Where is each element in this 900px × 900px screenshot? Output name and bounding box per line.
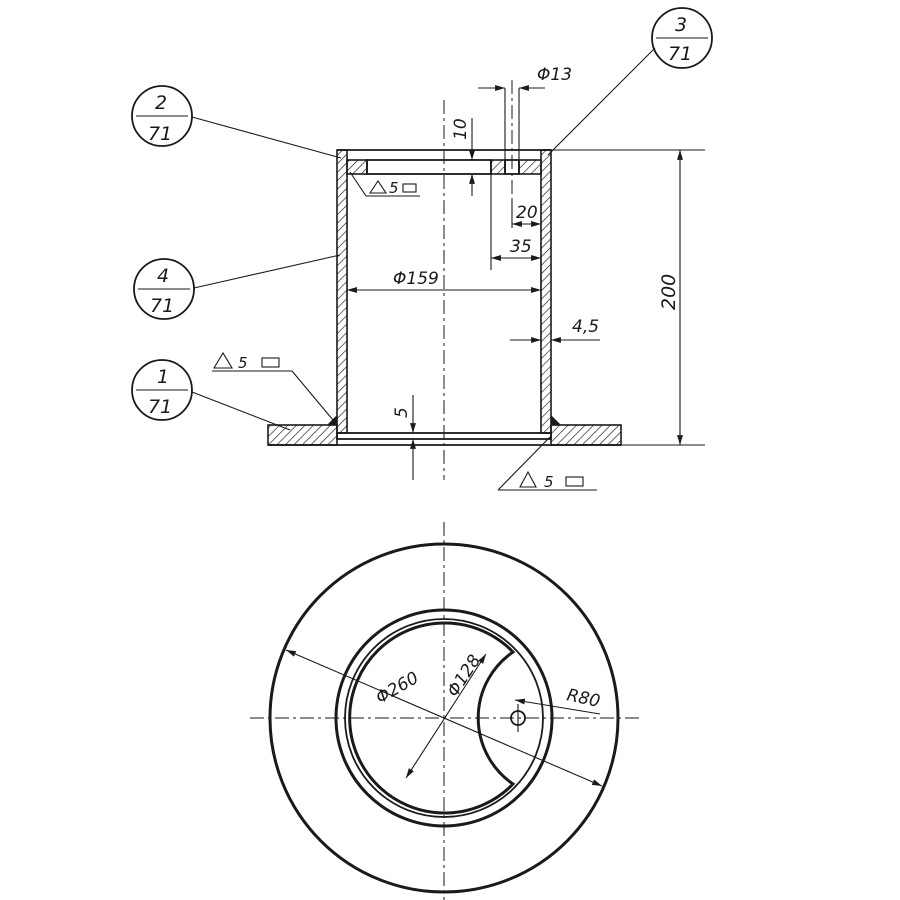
leader-part-2 xyxy=(191,116,342,159)
dim-radius-label: R80 xyxy=(565,685,602,712)
section-view: Φ13 10 20 35 Φ159 4,5 200 5 xyxy=(191,47,705,491)
callout-part-4: 4 71 xyxy=(133,258,195,320)
left-wall xyxy=(336,149,348,434)
callout-part-3: 3 71 xyxy=(651,7,713,69)
weld-top-leader xyxy=(349,171,367,197)
flange-right xyxy=(550,424,622,446)
leader-part-3 xyxy=(547,47,656,156)
dim-20-label: 20 xyxy=(516,203,538,223)
weld-right-size: 5 xyxy=(544,473,554,491)
leader-part-1 xyxy=(191,391,291,431)
top-plate-mid xyxy=(490,159,506,175)
right-wall xyxy=(540,149,552,434)
weld-left-leader xyxy=(291,370,334,421)
flange-left xyxy=(267,424,338,446)
callout-part-2: 2 71 xyxy=(131,85,193,147)
dim-wall-label: 4,5 xyxy=(572,317,599,337)
weld-left-triangle-icon xyxy=(213,351,233,369)
dim-height-label: 200 xyxy=(658,274,680,310)
weld-symbol-top: 5 xyxy=(349,171,420,197)
callout-circle xyxy=(133,258,195,320)
dim-thickness-label: 10 xyxy=(451,118,471,140)
dim-flange-dia-label: Φ260 xyxy=(373,668,423,708)
callout-sheet: 71 xyxy=(148,396,172,418)
callout-circle xyxy=(651,7,713,69)
top-plate-right xyxy=(518,159,542,175)
weld-right-triangle-icon xyxy=(519,470,537,488)
weld-symbol-left: 5 xyxy=(212,351,334,421)
dim-inner-dia-label: Φ159 xyxy=(393,269,439,289)
dim-35-label: 35 xyxy=(510,237,532,257)
weld-right-square-icon xyxy=(565,476,584,487)
leader-part-4 xyxy=(193,254,341,289)
weld-top-size: 5 xyxy=(389,179,399,197)
callout-sheet: 71 xyxy=(148,123,172,145)
weld-top-triangle-icon xyxy=(368,180,388,194)
top-plate-left xyxy=(346,159,368,175)
weld-left-square-icon xyxy=(261,357,280,368)
weld-fillet-left xyxy=(327,415,337,425)
dim-cutout-dia-label: Φ128 xyxy=(443,651,485,700)
weld-top-square-icon xyxy=(402,183,417,193)
weld-symbol-right: 5 xyxy=(497,436,597,491)
dim-cutout-dia-line xyxy=(405,653,487,779)
bottom-gap-outline xyxy=(336,432,552,440)
callout-circle xyxy=(131,85,193,147)
dim-radius-line xyxy=(514,698,601,715)
top-plate-inner xyxy=(366,159,492,175)
weld-fillet-right xyxy=(551,415,561,425)
callout-sheet: 71 xyxy=(150,295,174,317)
callout-number: 1 xyxy=(157,366,169,388)
flange-outer-circle xyxy=(268,542,620,894)
weld-right-leader xyxy=(497,436,551,491)
callout-number: 2 xyxy=(155,92,167,114)
dim-hole-dia-label: Φ13 xyxy=(537,65,572,85)
plan-view: Φ260 Φ128 R80 xyxy=(250,522,640,900)
callout-number: 3 xyxy=(675,14,687,36)
callout-sheet: 71 xyxy=(668,43,692,65)
callout-part-1: 1 71 xyxy=(131,359,193,421)
callout-circle xyxy=(131,359,193,421)
weld-left-size: 5 xyxy=(238,354,248,372)
callout-number: 4 xyxy=(157,265,169,287)
dim-gap-label: 5 xyxy=(392,407,412,418)
